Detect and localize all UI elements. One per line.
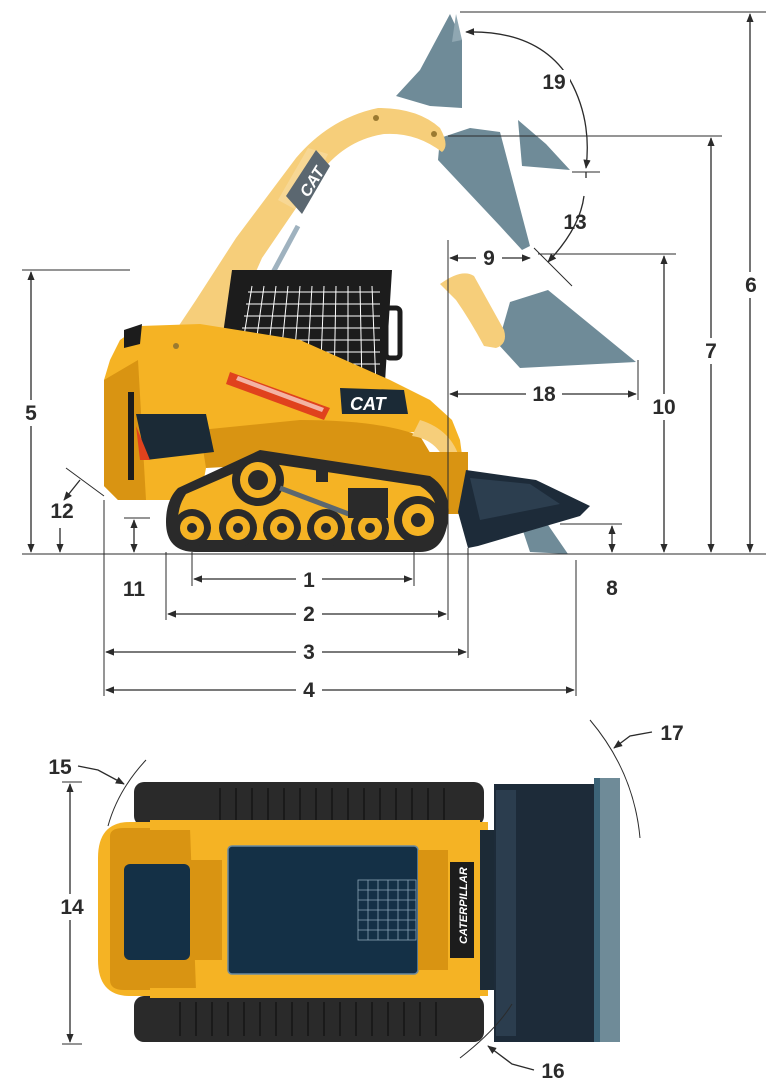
dim-label-7: 7: [705, 340, 717, 363]
dim-label-16: 16: [541, 1060, 564, 1083]
dim-label-11: 11: [123, 578, 146, 601]
ghost-bucket-top: [396, 14, 462, 108]
dim-label-2: 2: [303, 603, 315, 626]
dim-label-9: 9: [483, 247, 495, 270]
dim-label-13: 13: [563, 211, 586, 234]
dim-label-15: 15: [48, 756, 72, 779]
top-bucket: [480, 778, 620, 1042]
dim-label-3: 3: [303, 641, 315, 664]
track-assembly: [166, 450, 449, 552]
top-track-upper: [134, 782, 484, 826]
ghost-bucket-low: [498, 290, 636, 368]
top-cab-grille: [357, 879, 417, 941]
top-body: CATERPILLAR: [98, 820, 488, 998]
dim-label-14: 14: [60, 896, 84, 919]
dim-label-19: 19: [542, 71, 565, 94]
side-view-dimensions: 1 2 3 4 5 6 7 8 9: [20, 11, 766, 702]
side-view-machine: CAT: [22, 14, 766, 555]
dim-label-6: 6: [745, 274, 757, 297]
dim-label-10: 10: [652, 396, 675, 419]
dim-label-1: 1: [303, 569, 315, 592]
top-track-lower: [134, 996, 484, 1042]
dim-label-5: 5: [25, 402, 37, 425]
top-view-dimensions: 14 15 16 17: [48, 719, 684, 1083]
dim-label-17: 17: [660, 722, 683, 745]
road-wheels: [173, 496, 442, 547]
dim-label-4: 4: [303, 679, 315, 702]
dim-label-18: 18: [532, 383, 556, 406]
top-view-machine: CATERPILLAR: [98, 778, 620, 1042]
dim-label-8: 8: [606, 577, 618, 600]
cat-logo-body: CAT: [350, 394, 388, 414]
dim-label-12: 12: [50, 500, 73, 523]
ghost-bucket-ground: [522, 522, 568, 554]
ghost-bucket-mid: [438, 120, 570, 250]
ghost-boom-low: [440, 273, 505, 348]
bucket-ground: [458, 470, 590, 548]
caterpillar-logo: CATERPILLAR: [458, 867, 470, 944]
